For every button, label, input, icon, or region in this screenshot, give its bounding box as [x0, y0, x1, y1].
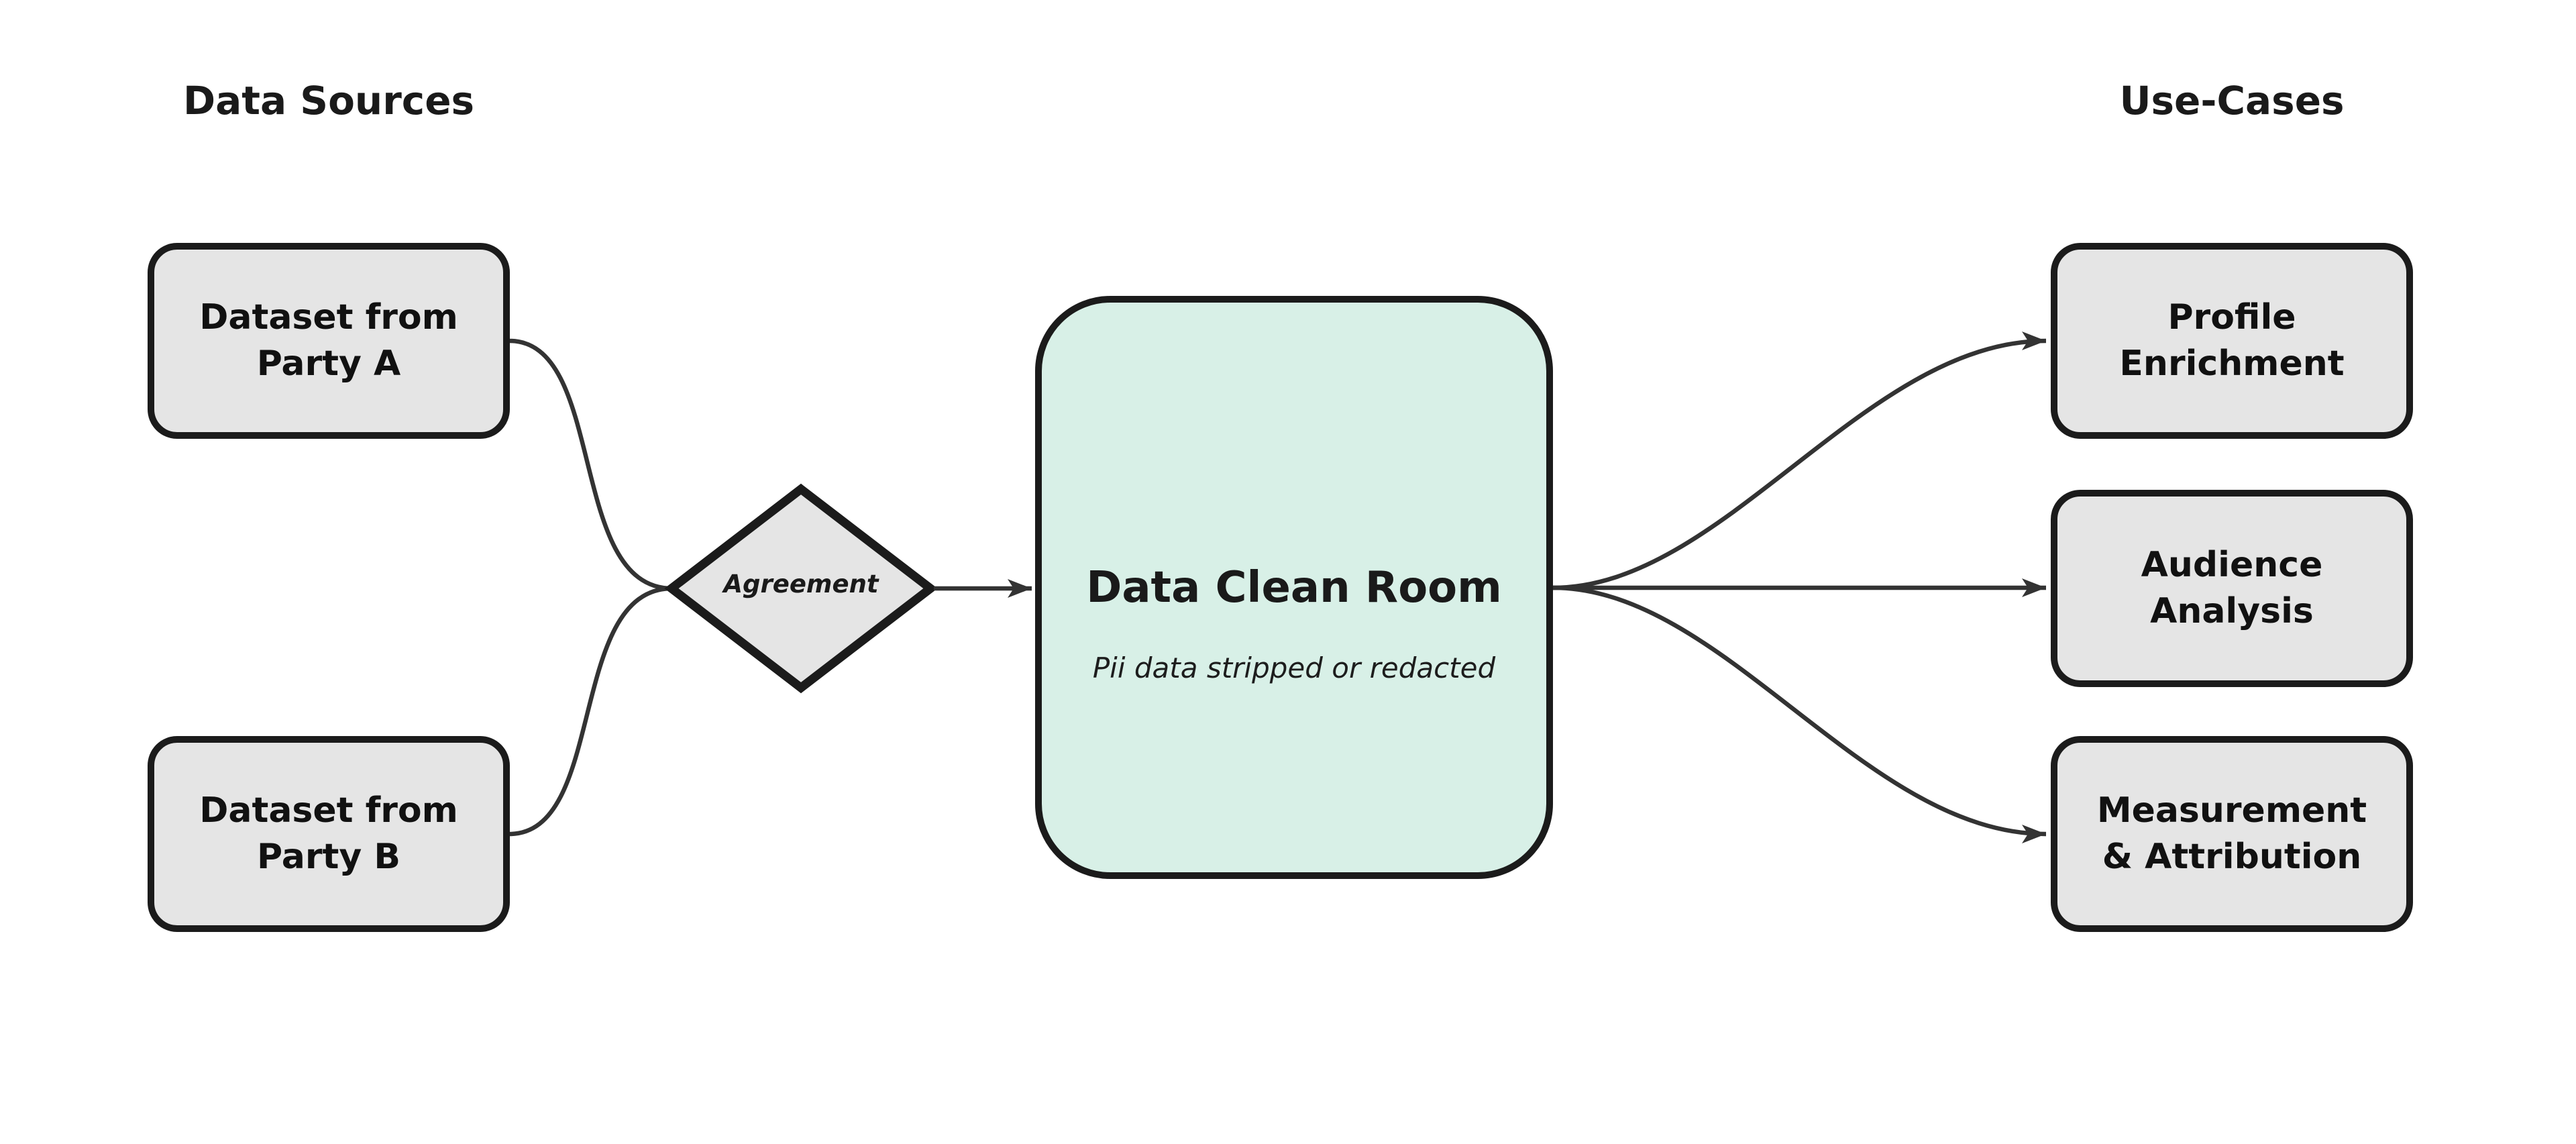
- edge-party-a-to-agreement: [506, 338, 675, 591]
- clean-room-title: Data Clean Room: [1086, 562, 1502, 613]
- edge-party-b-to-agreement: [506, 586, 675, 837]
- use-cases-title: Use-Cases: [2119, 78, 2345, 123]
- clean-room-subtitle: Pii data stripped or redacted: [1092, 651, 1496, 684]
- edge-clean-room-to-profile-enrichment: [1552, 331, 2047, 590]
- node-dataset-party-a: Dataset from Party A: [148, 243, 510, 439]
- node-data-clean-room: Data Clean Room Pii data stripped or red…: [1035, 296, 1553, 879]
- agreement-diamond-shape: [664, 483, 938, 694]
- edge-clean-room-to-measurement-attribution: [1552, 585, 2047, 843]
- node-measurement-attribution: Measurement & Attribution: [2051, 736, 2413, 932]
- data-sources-title: Data Sources: [182, 78, 475, 123]
- node-dataset-party-b: Dataset from Party B: [148, 736, 510, 932]
- node-profile-enrichment: Profile Enrichment: [2051, 243, 2413, 439]
- node-audience-analysis: Audience Analysis: [2051, 490, 2413, 687]
- agreement-diamond-label: Agreement: [723, 570, 879, 599]
